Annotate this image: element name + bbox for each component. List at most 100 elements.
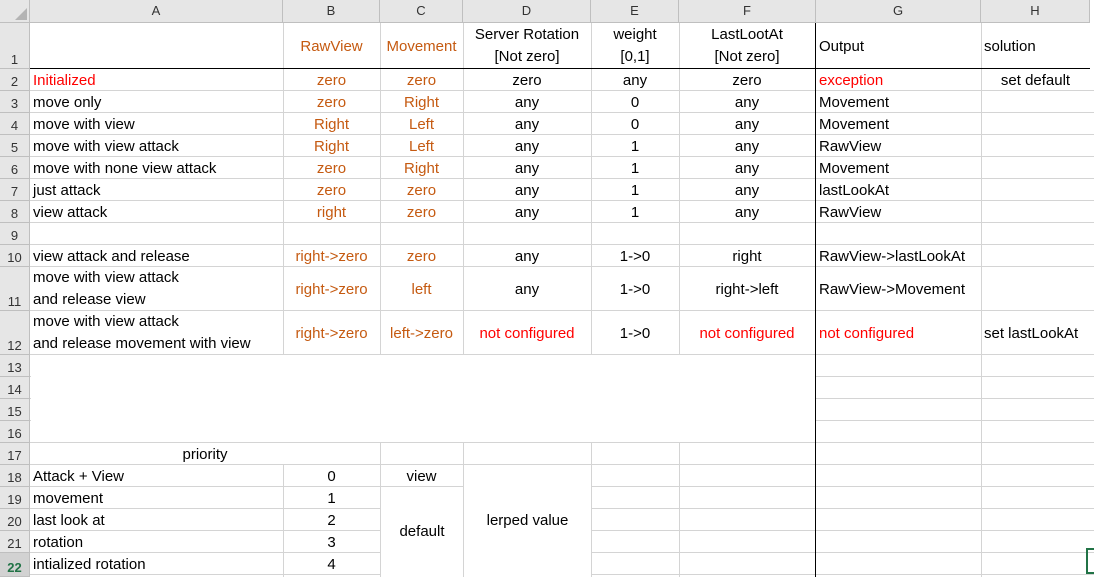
row-header[interactable]: 4 [0, 113, 30, 135]
header-server-rotation[interactable]: Server Rotation [Not zero] [463, 24, 591, 68]
table-cell-c[interactable]: Left [408, 137, 435, 155]
table-cell-g[interactable]: lastLookAt [819, 181, 890, 199]
priority-label[interactable]: Attack + View [33, 467, 125, 485]
column-header-h[interactable]: H [981, 0, 1090, 23]
row-header[interactable]: 10 [0, 245, 30, 267]
table-cell-g[interactable]: not configured [819, 324, 915, 342]
row-header[interactable]: 7 [0, 179, 30, 201]
table-cell-e[interactable]: 0 [630, 93, 640, 111]
table-cell-a[interactable]: view attack and release [33, 247, 190, 265]
table-cell-f[interactable]: any [734, 115, 760, 133]
table-cell-c[interactable]: left->zero [390, 324, 453, 342]
table-cell-e[interactable]: 1 [630, 181, 640, 199]
priority-label[interactable]: movement [33, 489, 104, 507]
table-cell-c[interactable]: zero [406, 203, 437, 221]
table-cell-e[interactable]: 1 [630, 203, 640, 221]
table-cell-c[interactable]: Left [408, 115, 435, 133]
table-cell-b[interactable]: zero [316, 181, 347, 199]
column-header-e[interactable]: E [591, 0, 679, 23]
priority-view-cell[interactable]: view [406, 467, 437, 485]
header-lastlootat[interactable]: LastLootAt [Not zero] [679, 24, 815, 68]
table-cell-g[interactable]: RawView [819, 203, 882, 221]
table-cell-e[interactable]: 1 [630, 137, 640, 155]
select-all-corner[interactable] [0, 0, 30, 23]
row-header-selected[interactable]: 22 [0, 553, 30, 577]
table-cell-a[interactable]: move with none view attack [33, 159, 217, 177]
table-cell-g[interactable]: exception [819, 71, 884, 89]
row-header[interactable]: 1 [0, 23, 30, 69]
column-header-f[interactable]: F [679, 0, 816, 23]
table-cell-a[interactable]: move with view [33, 115, 135, 133]
table-cell-c[interactable]: zero [406, 181, 437, 199]
priority-rank[interactable]: 0 [327, 467, 336, 485]
table-cell-d[interactable]: any [514, 137, 540, 155]
table-cell-f[interactable]: right [732, 247, 762, 265]
table-cell-a[interactable]: move with view attack and release moveme… [30, 311, 283, 355]
row-header[interactable]: 18 [0, 465, 30, 487]
column-header-c[interactable]: C [380, 0, 463, 23]
priority-label[interactable]: intialized rotation [33, 555, 146, 573]
row-header[interactable]: 9 [0, 223, 30, 245]
priority-rank[interactable]: 1 [327, 489, 336, 507]
table-cell-c[interactable]: left [411, 280, 432, 298]
table-cell-f[interactable]: any [734, 137, 760, 155]
row-header[interactable]: 20 [0, 509, 30, 531]
table-cell-d[interactable]: any [514, 93, 540, 111]
table-cell-e[interactable]: 1->0 [619, 324, 651, 342]
priority-default-cell[interactable]: default [399, 522, 445, 540]
table-cell-d[interactable]: any [514, 280, 540, 298]
row-header[interactable]: 3 [0, 91, 30, 113]
table-cell-b[interactable]: right->zero [295, 247, 368, 265]
table-cell-f[interactable]: any [734, 181, 760, 199]
table-cell-b[interactable]: right [316, 203, 347, 221]
row-header[interactable]: 6 [0, 157, 30, 179]
table-cell-d[interactable]: zero [512, 71, 542, 89]
table-cell-b[interactable]: right->zero [295, 324, 368, 342]
priority-lerped-cell[interactable]: lerped value [486, 511, 569, 529]
priority-rank[interactable]: 4 [327, 555, 336, 573]
priority-label[interactable]: rotation [33, 533, 84, 551]
table-cell-h[interactable]: set lastLookAt [984, 324, 1079, 342]
priority-label[interactable]: last look at [33, 511, 105, 529]
column-header-b[interactable]: B [283, 0, 380, 23]
table-cell-a[interactable]: view attack [33, 203, 108, 221]
table-cell-c[interactable]: zero [406, 71, 437, 89]
column-header-a[interactable]: A [30, 0, 283, 23]
row-header[interactable]: 21 [0, 531, 30, 553]
table-cell-b[interactable]: zero [316, 93, 347, 111]
table-cell-b[interactable]: Right [313, 115, 350, 133]
table-cell-b[interactable]: zero [316, 159, 347, 177]
table-cell-d[interactable]: not configured [479, 324, 575, 342]
table-cell-f[interactable]: any [734, 159, 760, 177]
table-cell-c[interactable]: Right [403, 93, 440, 111]
table-cell-d[interactable]: any [514, 159, 540, 177]
table-cell-g[interactable]: RawView [819, 137, 882, 155]
priority-title[interactable]: priority [182, 445, 228, 463]
table-cell-c[interactable]: zero [406, 247, 437, 265]
header-weight[interactable]: weight [0,1] [591, 24, 679, 68]
table-cell-d[interactable]: any [514, 115, 540, 133]
priority-rank[interactable]: 2 [327, 511, 336, 529]
table-cell-g[interactable]: RawView->Movement [819, 280, 966, 298]
table-cell-e[interactable]: any [622, 71, 648, 89]
table-cell-e[interactable]: 0 [630, 115, 640, 133]
row-header[interactable]: 15 [0, 399, 30, 421]
table-cell-f[interactable]: any [734, 203, 760, 221]
header-solution[interactable]: solution [984, 37, 1036, 55]
row-header[interactable]: 14 [0, 377, 30, 399]
table-cell-d[interactable]: any [514, 203, 540, 221]
table-cell-g[interactable]: Movement [819, 159, 890, 177]
table-cell-b[interactable]: Right [313, 137, 350, 155]
table-cell-e[interactable]: 1->0 [619, 280, 651, 298]
table-cell-g[interactable]: Movement [819, 93, 890, 111]
row-header[interactable]: 2 [0, 69, 30, 91]
table-cell-f[interactable]: zero [732, 71, 762, 89]
table-cell-f[interactable]: any [734, 93, 760, 111]
row-header[interactable]: 5 [0, 135, 30, 157]
table-cell-g[interactable]: RawView->lastLookAt [819, 247, 966, 265]
row-header[interactable]: 17 [0, 443, 30, 465]
table-cell-d[interactable]: any [514, 247, 540, 265]
table-cell-e[interactable]: 1 [630, 159, 640, 177]
table-cell-h[interactable]: set default [1000, 71, 1071, 89]
